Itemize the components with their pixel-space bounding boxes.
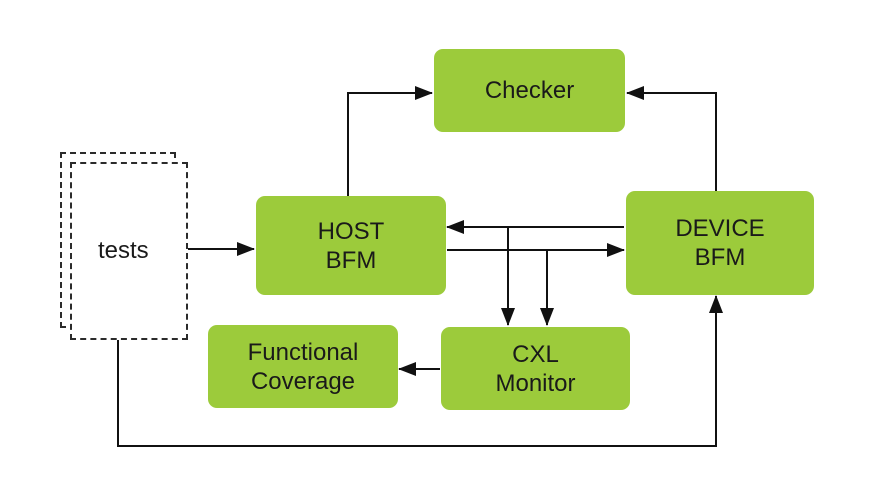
checker-box: Checker <box>434 49 625 132</box>
edge-device-to-checker <box>626 86 717 191</box>
host-bfm-box: HOST BFM <box>256 196 446 295</box>
edge-host-to-checker <box>347 86 433 196</box>
tests-label: tests <box>98 237 149 264</box>
cxl-monitor-box: CXL Monitor <box>441 327 630 410</box>
functional-coverage-box: Functional Coverage <box>208 325 398 408</box>
edge-tests-to-device <box>117 295 723 447</box>
tests-page-front <box>70 162 188 340</box>
device-bfm-box: DEVICE BFM <box>626 191 814 295</box>
